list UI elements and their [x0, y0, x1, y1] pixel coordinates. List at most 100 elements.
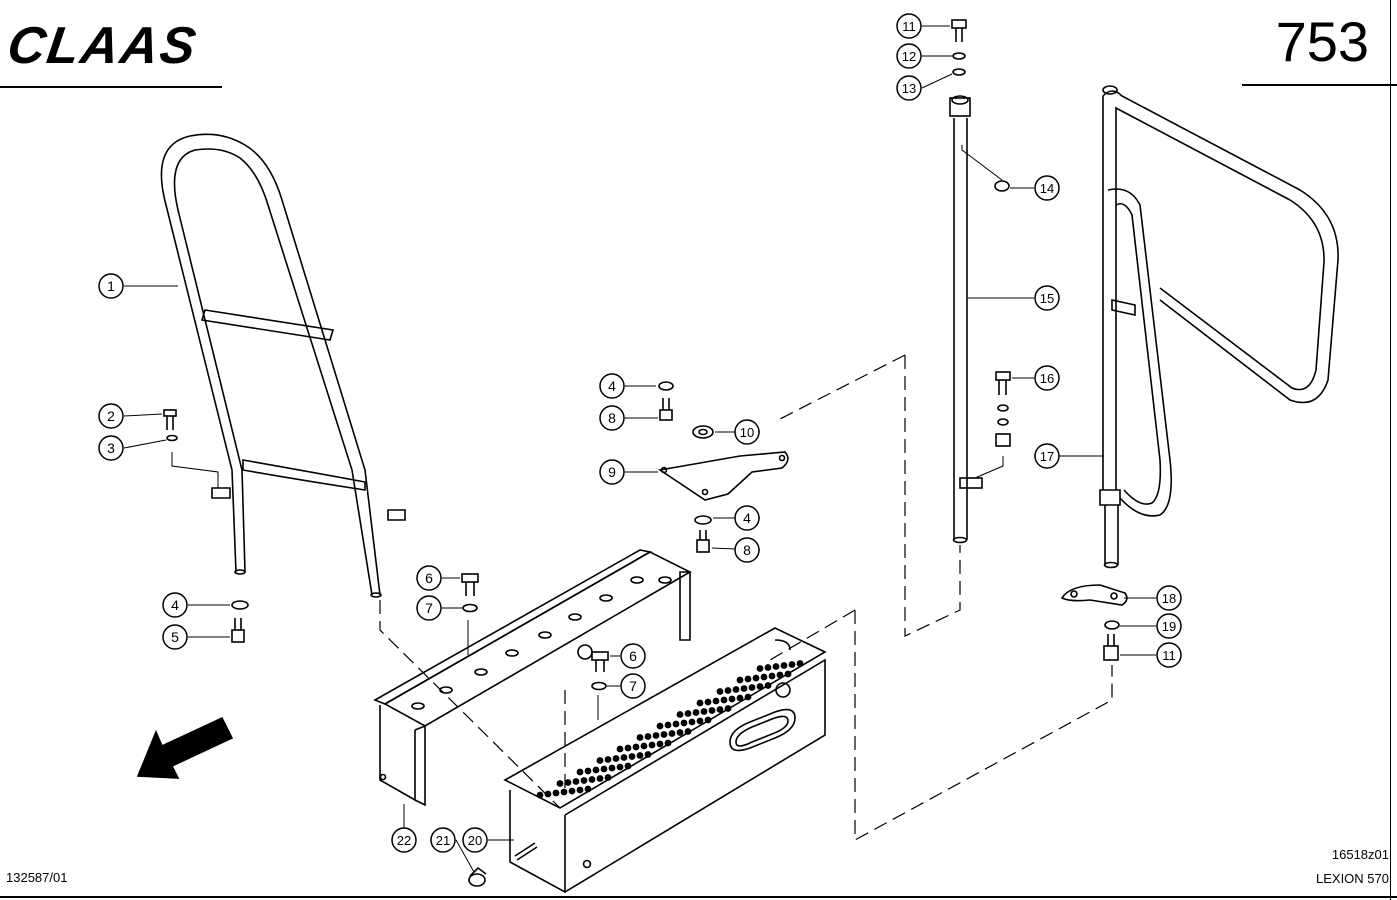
perforation-hole: [584, 767, 592, 775]
perforation-hole: [684, 728, 692, 735]
callout-circle: [98, 403, 124, 429]
callout-circle: [896, 43, 922, 69]
perforation-hole: [552, 789, 560, 797]
drawing-number: 132587/01: [6, 870, 68, 885]
callout-number: 8: [608, 410, 616, 426]
perforation-hole: [788, 661, 796, 668]
perforation-hole: [576, 768, 584, 776]
perforation-hole: [652, 732, 660, 739]
perforation-hole: [616, 763, 624, 771]
callout-5: 5: [162, 624, 188, 650]
callout-circle: [896, 13, 922, 39]
callout-circle: [1034, 175, 1060, 201]
perforation-hole: [596, 757, 604, 764]
callout-circle: [1034, 365, 1060, 391]
callout-number: 6: [629, 648, 637, 664]
frame-bottom: [0, 896, 1397, 898]
perforation-hole: [660, 731, 668, 738]
perforation-hole: [704, 716, 712, 724]
callout-3: 3: [98, 435, 124, 461]
perforation-hole: [584, 785, 592, 793]
callout-number: 14: [1040, 181, 1054, 196]
perforation-hole: [752, 674, 760, 682]
callout-number: 13: [902, 81, 916, 96]
callout-circle: [1156, 585, 1182, 611]
callout-13: 13: [896, 75, 922, 101]
perforation-hole: [644, 751, 652, 758]
perforation-hole: [676, 711, 684, 718]
callout-11: 11: [1156, 642, 1182, 668]
callout-circle: [620, 673, 646, 699]
callout-circle: [599, 459, 625, 485]
perforation-hole: [700, 708, 708, 715]
perforation-hole: [664, 721, 672, 729]
perforation-hole: [732, 686, 740, 693]
perforation-hole: [588, 776, 596, 783]
arrow-down-left-icon: [136, 716, 234, 779]
perforation-hole: [764, 682, 772, 689]
perforation-hole: [716, 706, 724, 713]
callout-circle: [599, 373, 625, 399]
callout-4: 4: [162, 592, 188, 618]
callout-number: 10: [740, 425, 754, 440]
model-name: LEXION 570: [1316, 871, 1389, 886]
perforation-hole: [656, 722, 664, 730]
step-box: [503, 627, 827, 894]
perforation-hole: [604, 756, 612, 763]
perforation-hole: [592, 766, 600, 774]
perforation-hole: [664, 739, 672, 747]
callout-circle: [162, 592, 188, 618]
callout-number: 5: [171, 629, 179, 645]
perforation-hole: [536, 791, 544, 799]
perforation-hole: [796, 660, 804, 667]
callout-number: 20: [468, 833, 482, 848]
callout-8: 8: [599, 405, 625, 431]
callout-number: 6: [425, 570, 433, 586]
perforation-hole: [780, 662, 788, 669]
callout-circle: [734, 537, 760, 563]
perforation-hole: [756, 665, 764, 672]
perforation-hole: [624, 762, 632, 770]
perforation-hole: [772, 663, 780, 670]
callout-number: 21: [436, 833, 450, 848]
callout-circle: [430, 827, 456, 853]
frame-right: [1390, 0, 1391, 900]
header-rule-left: [0, 86, 222, 88]
perforation-hole: [624, 744, 632, 752]
perforation-hole: [768, 672, 776, 680]
callout-number: 16: [1040, 371, 1054, 386]
callout-4: 4: [599, 373, 625, 399]
perforation-hole: [684, 710, 692, 717]
perforation-hole: [644, 733, 652, 740]
header-rule-right: [1242, 84, 1397, 86]
callout-number: 12: [902, 49, 916, 64]
callout-circle: [98, 273, 124, 299]
perforation-hole: [636, 734, 644, 741]
perforation-hole: [784, 670, 792, 678]
handrail-right: [1060, 85, 1339, 661]
perforation-hole: [708, 707, 716, 714]
callout-circle: [416, 595, 442, 621]
perforation-hole: [720, 696, 728, 704]
callout-number: 1: [107, 278, 115, 294]
callout-number: 2: [107, 408, 115, 424]
perforation-hole: [556, 780, 564, 787]
callout-7: 7: [416, 595, 442, 621]
callout-number: 4: [608, 378, 616, 394]
perforation-hole: [668, 730, 676, 737]
callout-circle: [162, 624, 188, 650]
callout-circle: [734, 419, 760, 445]
perforation-hole: [744, 675, 752, 683]
callout-number: 22: [397, 833, 411, 848]
callout-1: 1: [98, 273, 124, 299]
assembly-lines: [379, 354, 1113, 842]
callout-17: 17: [1034, 443, 1060, 469]
perforation-hole: [744, 693, 752, 701]
callout-circle: [896, 75, 922, 101]
perforation-hole: [632, 743, 640, 751]
perforation-hole: [696, 699, 704, 707]
perforation-hole: [740, 685, 748, 692]
callout-2: 2: [98, 403, 124, 429]
callout-10: 10: [734, 419, 760, 445]
